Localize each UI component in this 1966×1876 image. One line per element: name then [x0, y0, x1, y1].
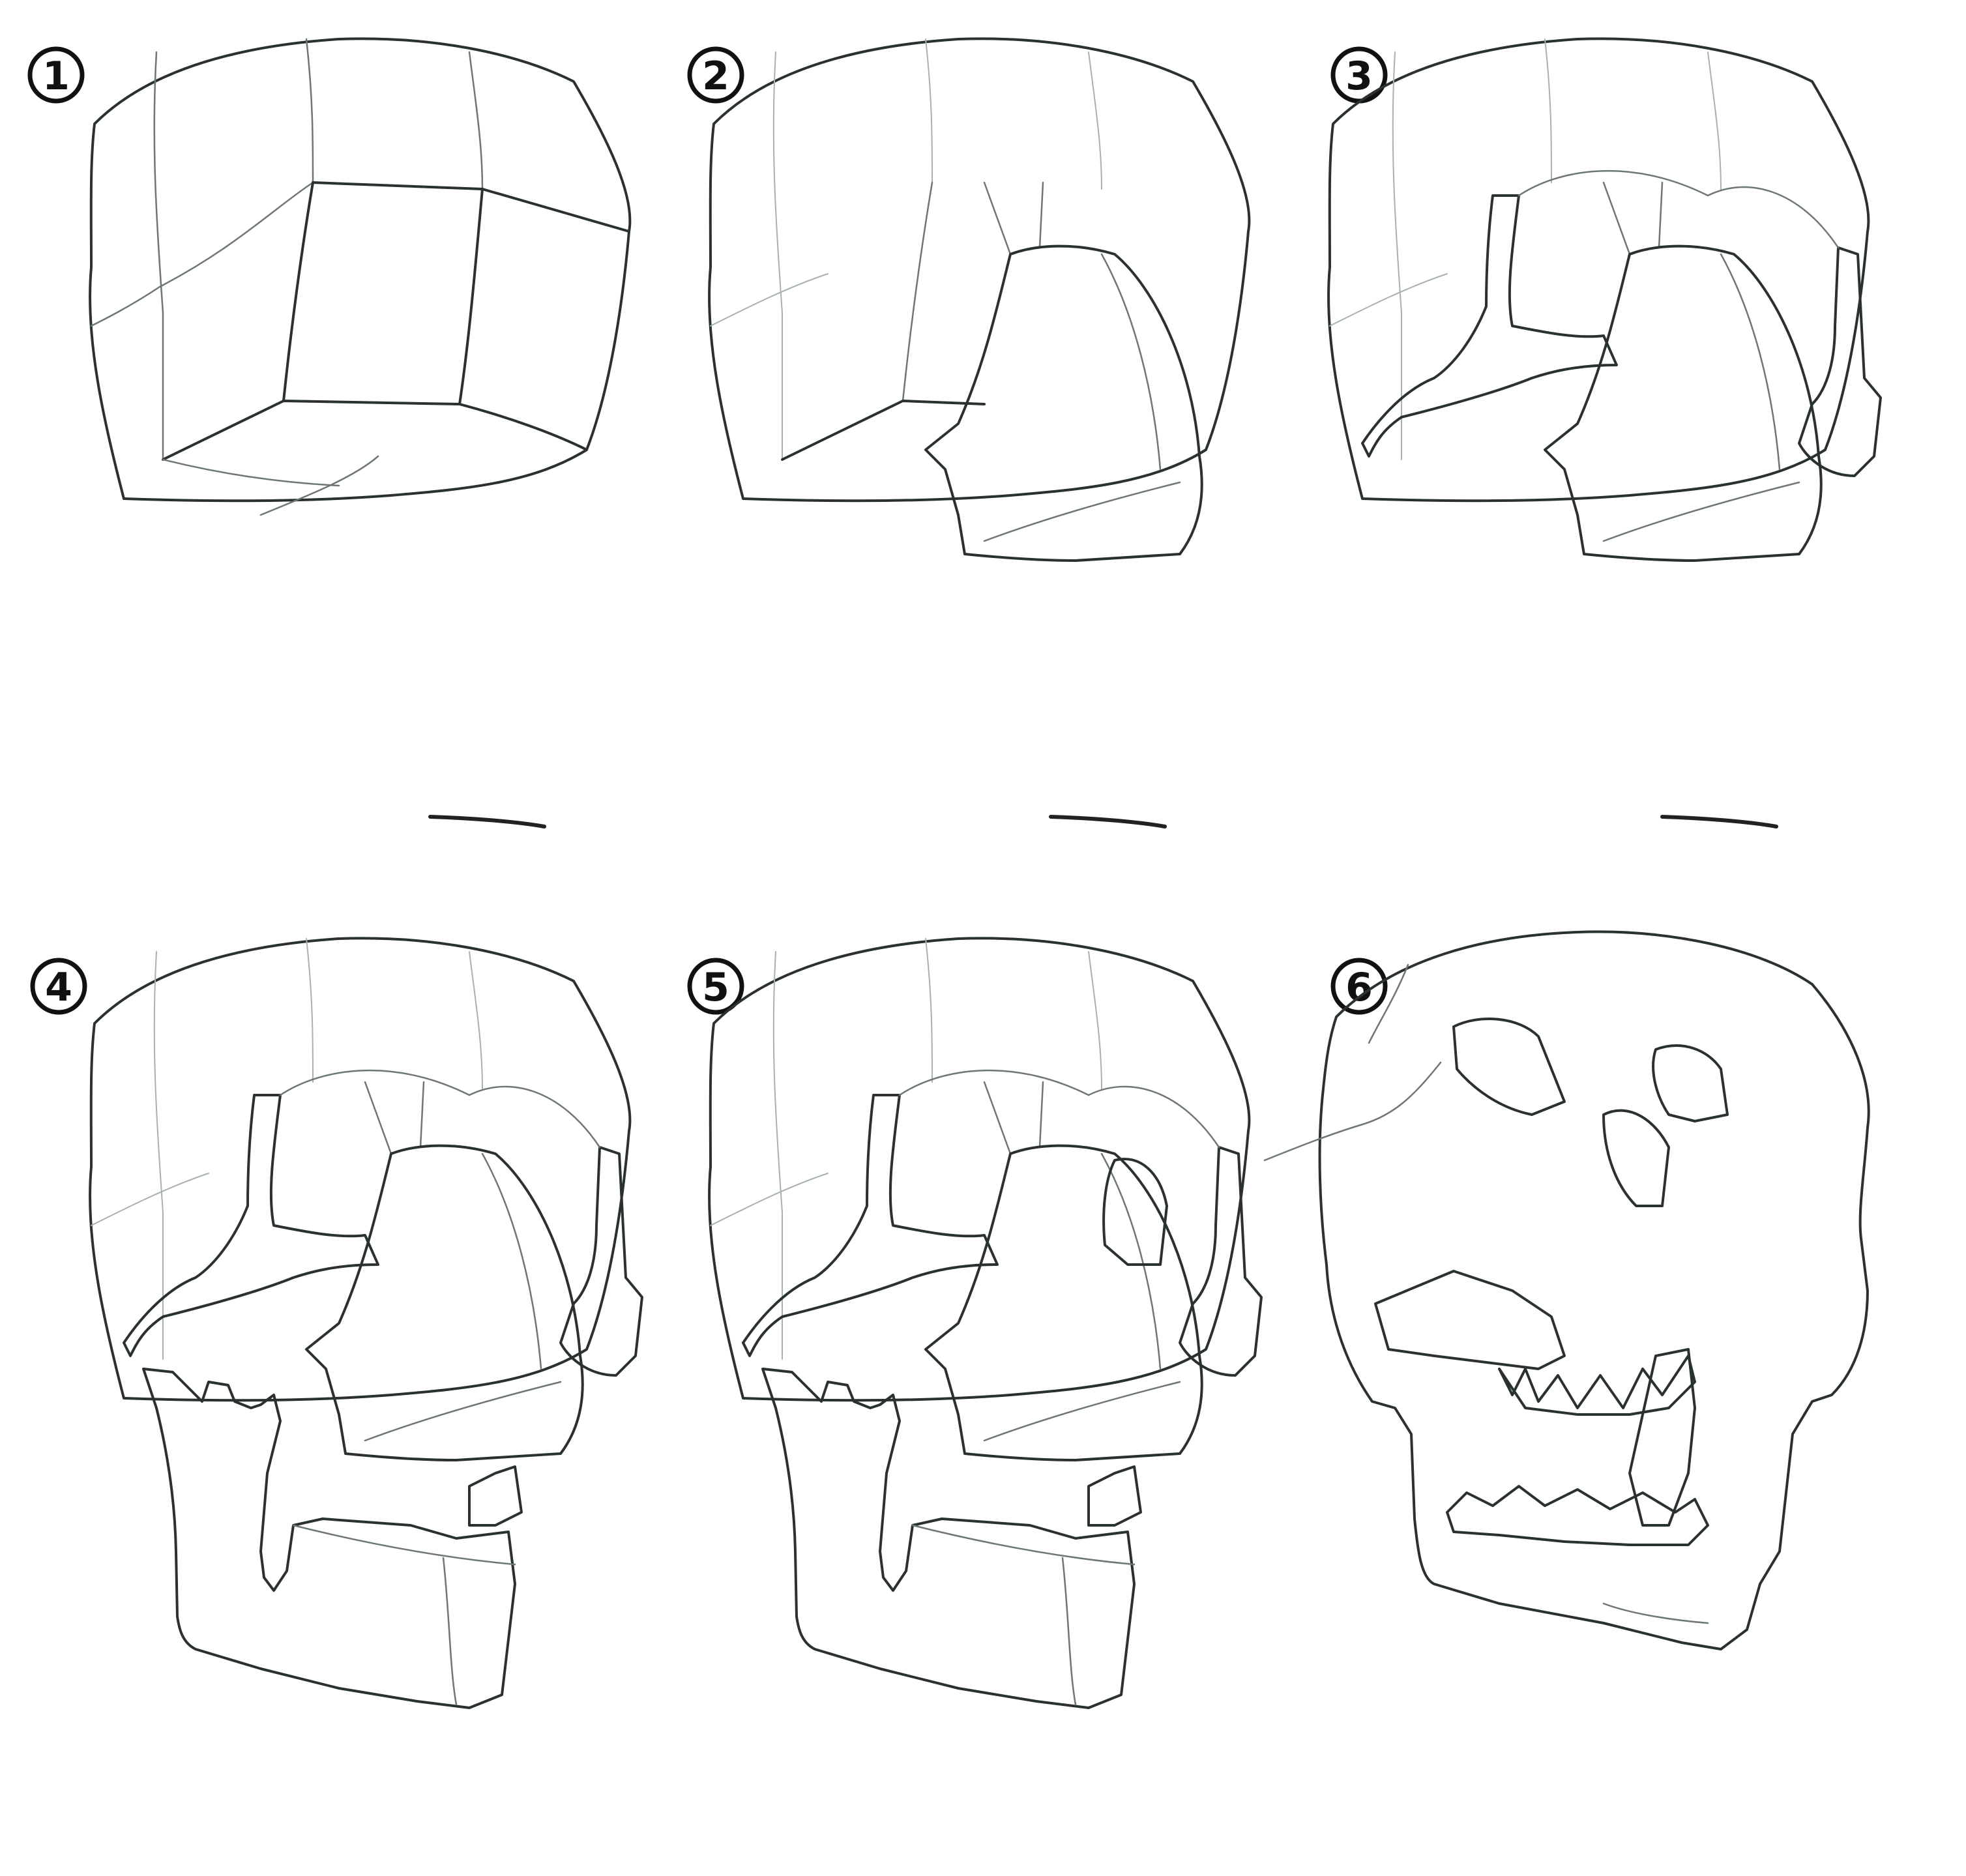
step-4-number: 4	[45, 965, 72, 1010]
ground-mark-2	[1049, 815, 1167, 828]
step-1-badge: 1	[27, 46, 85, 104]
cheekbone-shape	[123, 1069, 643, 1377]
stage-2-cranium-with-face-mass	[708, 37, 1251, 562]
step-2-number: 2	[702, 53, 729, 99]
cheekbone-shape	[742, 1069, 1263, 1377]
face-mass-shape	[924, 181, 1203, 562]
jaw-shape	[761, 1368, 1142, 1709]
cranium-shape	[708, 37, 1251, 503]
jaw-shape	[142, 1368, 523, 1709]
stage-3-cheekbones-added	[1327, 37, 1882, 562]
face-mass-shape	[305, 1081, 584, 1461]
cheekbone-shape	[1361, 169, 1882, 477]
stage-6-finished-skull	[1263, 930, 1870, 1650]
step-3-badge: 3	[1330, 46, 1388, 104]
step-6-badge: 6	[1330, 958, 1388, 1015]
ground-mark-3	[1660, 815, 1778, 828]
ground-mark-1	[428, 815, 546, 828]
step-4-badge: 4	[30, 958, 87, 1015]
stage-4-jaw-added	[89, 937, 643, 1709]
face-mass-shape	[924, 1081, 1203, 1461]
face-mass-shape	[1544, 181, 1823, 562]
step-5-number: 5	[702, 965, 729, 1010]
stage-1-cranium-sphere	[89, 37, 632, 517]
stage-5-nasal-cavity-cut	[708, 937, 1263, 1709]
step-3-number: 3	[1345, 53, 1373, 99]
step-5-badge: 5	[687, 958, 744, 1015]
step-2-badge: 2	[687, 46, 744, 104]
step-1-number: 1	[42, 53, 70, 99]
